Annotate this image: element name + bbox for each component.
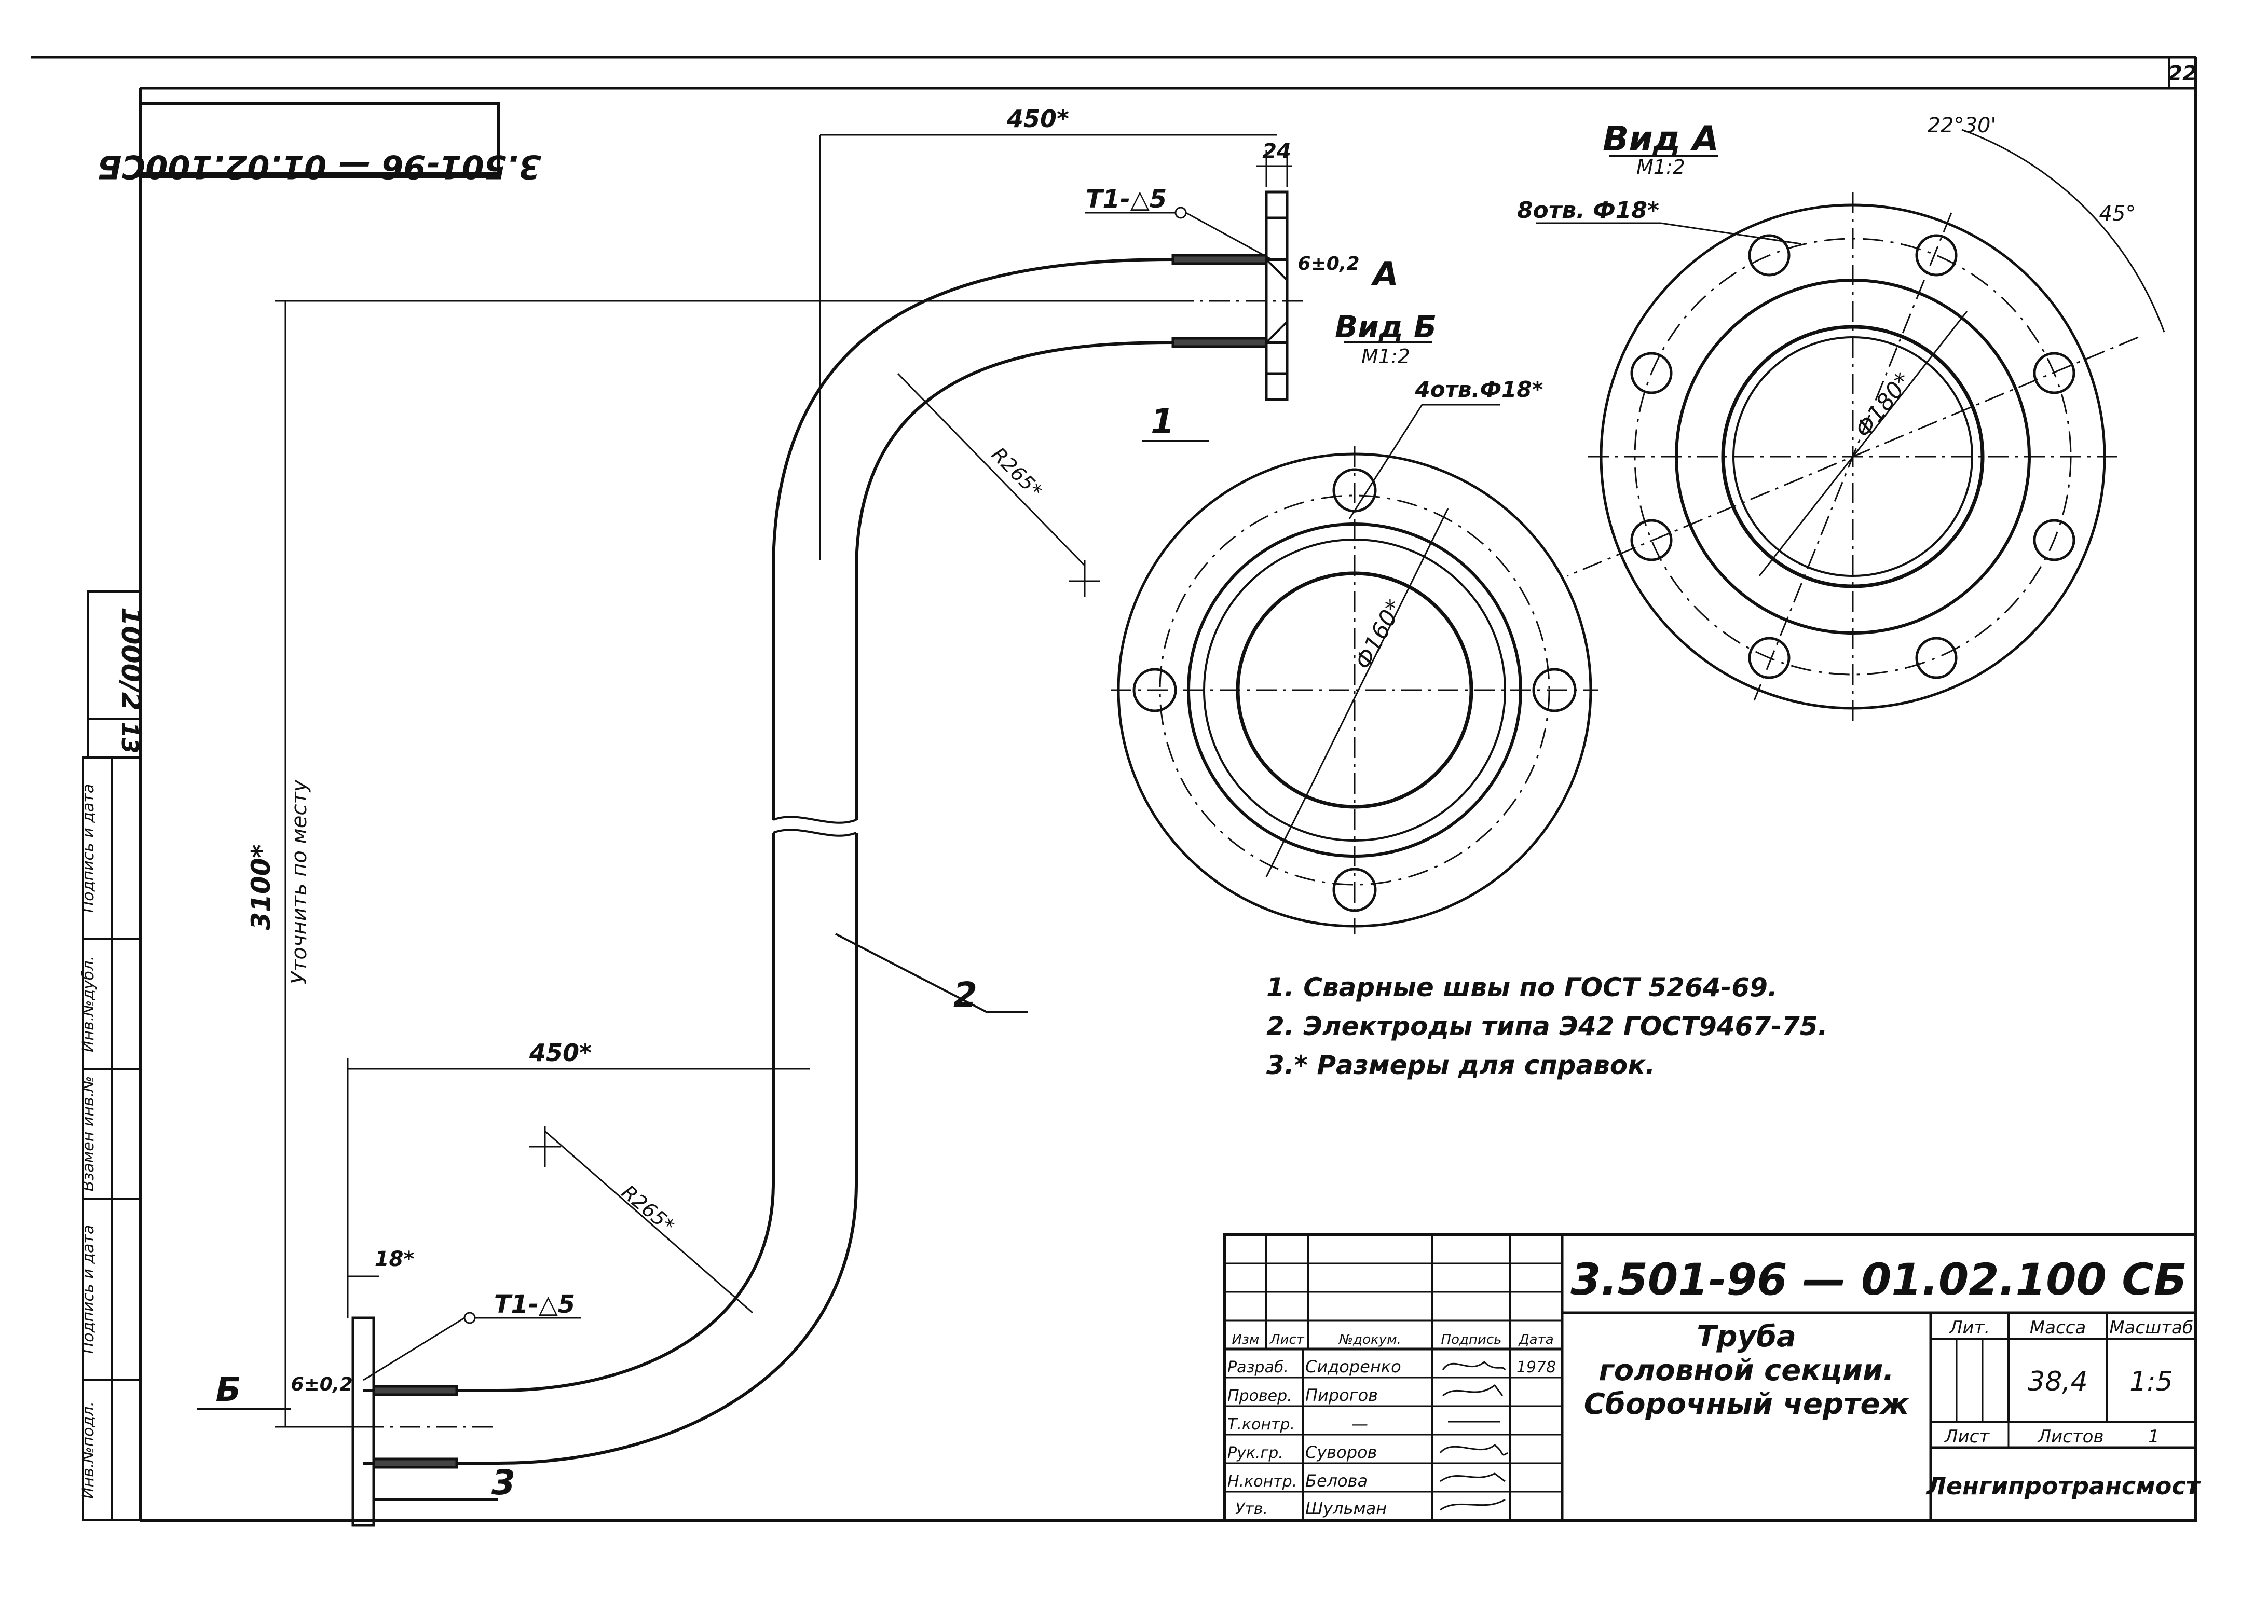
sheet-number: 22 [2168, 62, 2197, 86]
sheets-value: 1 [2148, 1426, 2160, 1447]
header-doc: №докум. [1338, 1332, 1401, 1347]
dim-bottom-length: 450* [529, 1039, 592, 1067]
stamp-code: 3.501-96 — 01.02.100СБ [97, 148, 541, 186]
staff-role-3: Т.контр. [1227, 1415, 1295, 1434]
side-col-3: Взамен инв.№ [79, 1076, 98, 1192]
side-col-1: Инв.№подл. [79, 1401, 98, 1499]
staff-role-4: Рук.гр. [1227, 1444, 1283, 1462]
lit-label: Лит. [1948, 1317, 1990, 1338]
view-a-scale: М1:2 [1636, 156, 1685, 178]
scale-label: Масштаб [2109, 1317, 2193, 1338]
header-sign: Подпись [1441, 1332, 1502, 1347]
organization: Ленгипротрансмост [1925, 1472, 2201, 1500]
staff-name-2: Пирогов [1305, 1385, 1378, 1405]
note-3: 3.* Размеры для справок. [1266, 1050, 1655, 1080]
title-line-3: Сборочный чертеж [1584, 1387, 1910, 1421]
side-ref-a: 1000/2 [115, 607, 146, 711]
weld-mark-top: Т1-△5 [1086, 185, 1167, 214]
dimension-lines [275, 134, 1292, 1428]
dim-flange-thickness: 24 [1262, 140, 1291, 163]
staff-name-6: Шульман [1305, 1498, 1387, 1518]
header-list: Лист [1269, 1332, 1305, 1347]
scale-value: 1:5 [2129, 1366, 2173, 1397]
notes: 1. Сварные швы по ГОСТ 5264-69. 2. Элект… [1266, 972, 1828, 1080]
part-leaders [374, 440, 1209, 1501]
mass-value: 38,4 [2028, 1366, 2088, 1397]
dim-gap-top: 6±0,2 [1298, 253, 1360, 274]
top-flange [1171, 190, 1289, 401]
view-a-angle-small: 22°30' [1928, 114, 1997, 137]
dim-top-length: 450* [1006, 105, 1069, 133]
side-col-4: Инв.№дубл. [79, 956, 98, 1052]
view-b-title: Вид Б [1335, 309, 1437, 345]
title-block [1223, 1233, 2197, 1522]
signatures [1439, 1360, 1508, 1511]
staff-name-4: Суворов [1305, 1442, 1377, 1462]
bottom-flange [351, 1316, 458, 1527]
side-strip [82, 590, 141, 1521]
part-label-2: 2 [953, 975, 977, 1015]
dim-radius-top: R265* [987, 443, 1047, 503]
view-b-diameter: Ф160* [1350, 596, 1409, 674]
staff-role-2: Провер. [1227, 1387, 1292, 1405]
view-b-scale: М1:2 [1361, 345, 1410, 368]
staff-name-1: Сидоренко [1305, 1357, 1401, 1377]
title-code: 3.501-96 — 01.02.100 СБ [1570, 1254, 2187, 1305]
side-col-5: Подпись и дата [79, 784, 98, 913]
view-a-holes: 8отв. Ф18* [1517, 197, 1659, 224]
staff-role-6: Утв. [1235, 1500, 1268, 1518]
view-b-marker: Б [216, 1371, 241, 1409]
view-a-angle-large: 45° [2099, 202, 2136, 226]
stamp-box: 3.501-96 — 01.02.100СБ [97, 102, 541, 186]
staff-date-1: 1978 [1516, 1358, 1556, 1377]
view-b-holes: 4отв.Ф18* [1414, 377, 1543, 402]
view-a-title: Вид А [1603, 119, 1719, 159]
side-ref-b: 13 [116, 722, 143, 753]
mass-label: Масса [2030, 1317, 2086, 1338]
staff-rows: Разраб. Сидоренко 1978 Провер. Пирогов Т… [1227, 1357, 1556, 1518]
staff-name-5: Белова [1305, 1471, 1368, 1491]
sheets-label: Листов [2037, 1426, 2103, 1447]
weld-leaders [363, 207, 1272, 1381]
view-a-marker: А [1370, 255, 1399, 294]
note-2: 2. Электроды типа Э42 ГОСТ9467-75. [1266, 1011, 1828, 1041]
part-label-3: 3 [491, 1463, 515, 1503]
header-izm: Изм [1232, 1332, 1260, 1347]
title-line-1: Труба [1697, 1320, 1796, 1354]
dim-gap-bottom: 6±0,2 [291, 1374, 353, 1395]
dim-radius-bottom: R265* [617, 1180, 679, 1237]
header-date: Дата [1518, 1332, 1553, 1347]
dim-bottom-flange-thickness: 18* [375, 1247, 415, 1271]
dim-height: 3100* [246, 844, 276, 930]
note-1: 1. Сварные швы по ГОСТ 5264-69. [1266, 972, 1778, 1002]
side-col-2: Подпись и дата [79, 1225, 98, 1354]
sheet-label: Лист [1944, 1426, 1990, 1447]
staff-role-5: Н.контр. [1227, 1472, 1297, 1491]
view-a-flange [1536, 129, 2165, 721]
staff-name-3: — [1351, 1414, 1368, 1434]
dim-height-note: Уточнить по месту [288, 779, 311, 984]
title-line-2: головной секции. [1599, 1354, 1894, 1387]
weld-mark-bottom: Т1-△5 [494, 1290, 575, 1319]
part-label-1: 1 [1151, 402, 1174, 442]
view-b-flange [1111, 404, 1598, 934]
view-a-diameter: Ф180* [1850, 368, 1917, 443]
staff-role-1: Разраб. [1227, 1358, 1289, 1377]
